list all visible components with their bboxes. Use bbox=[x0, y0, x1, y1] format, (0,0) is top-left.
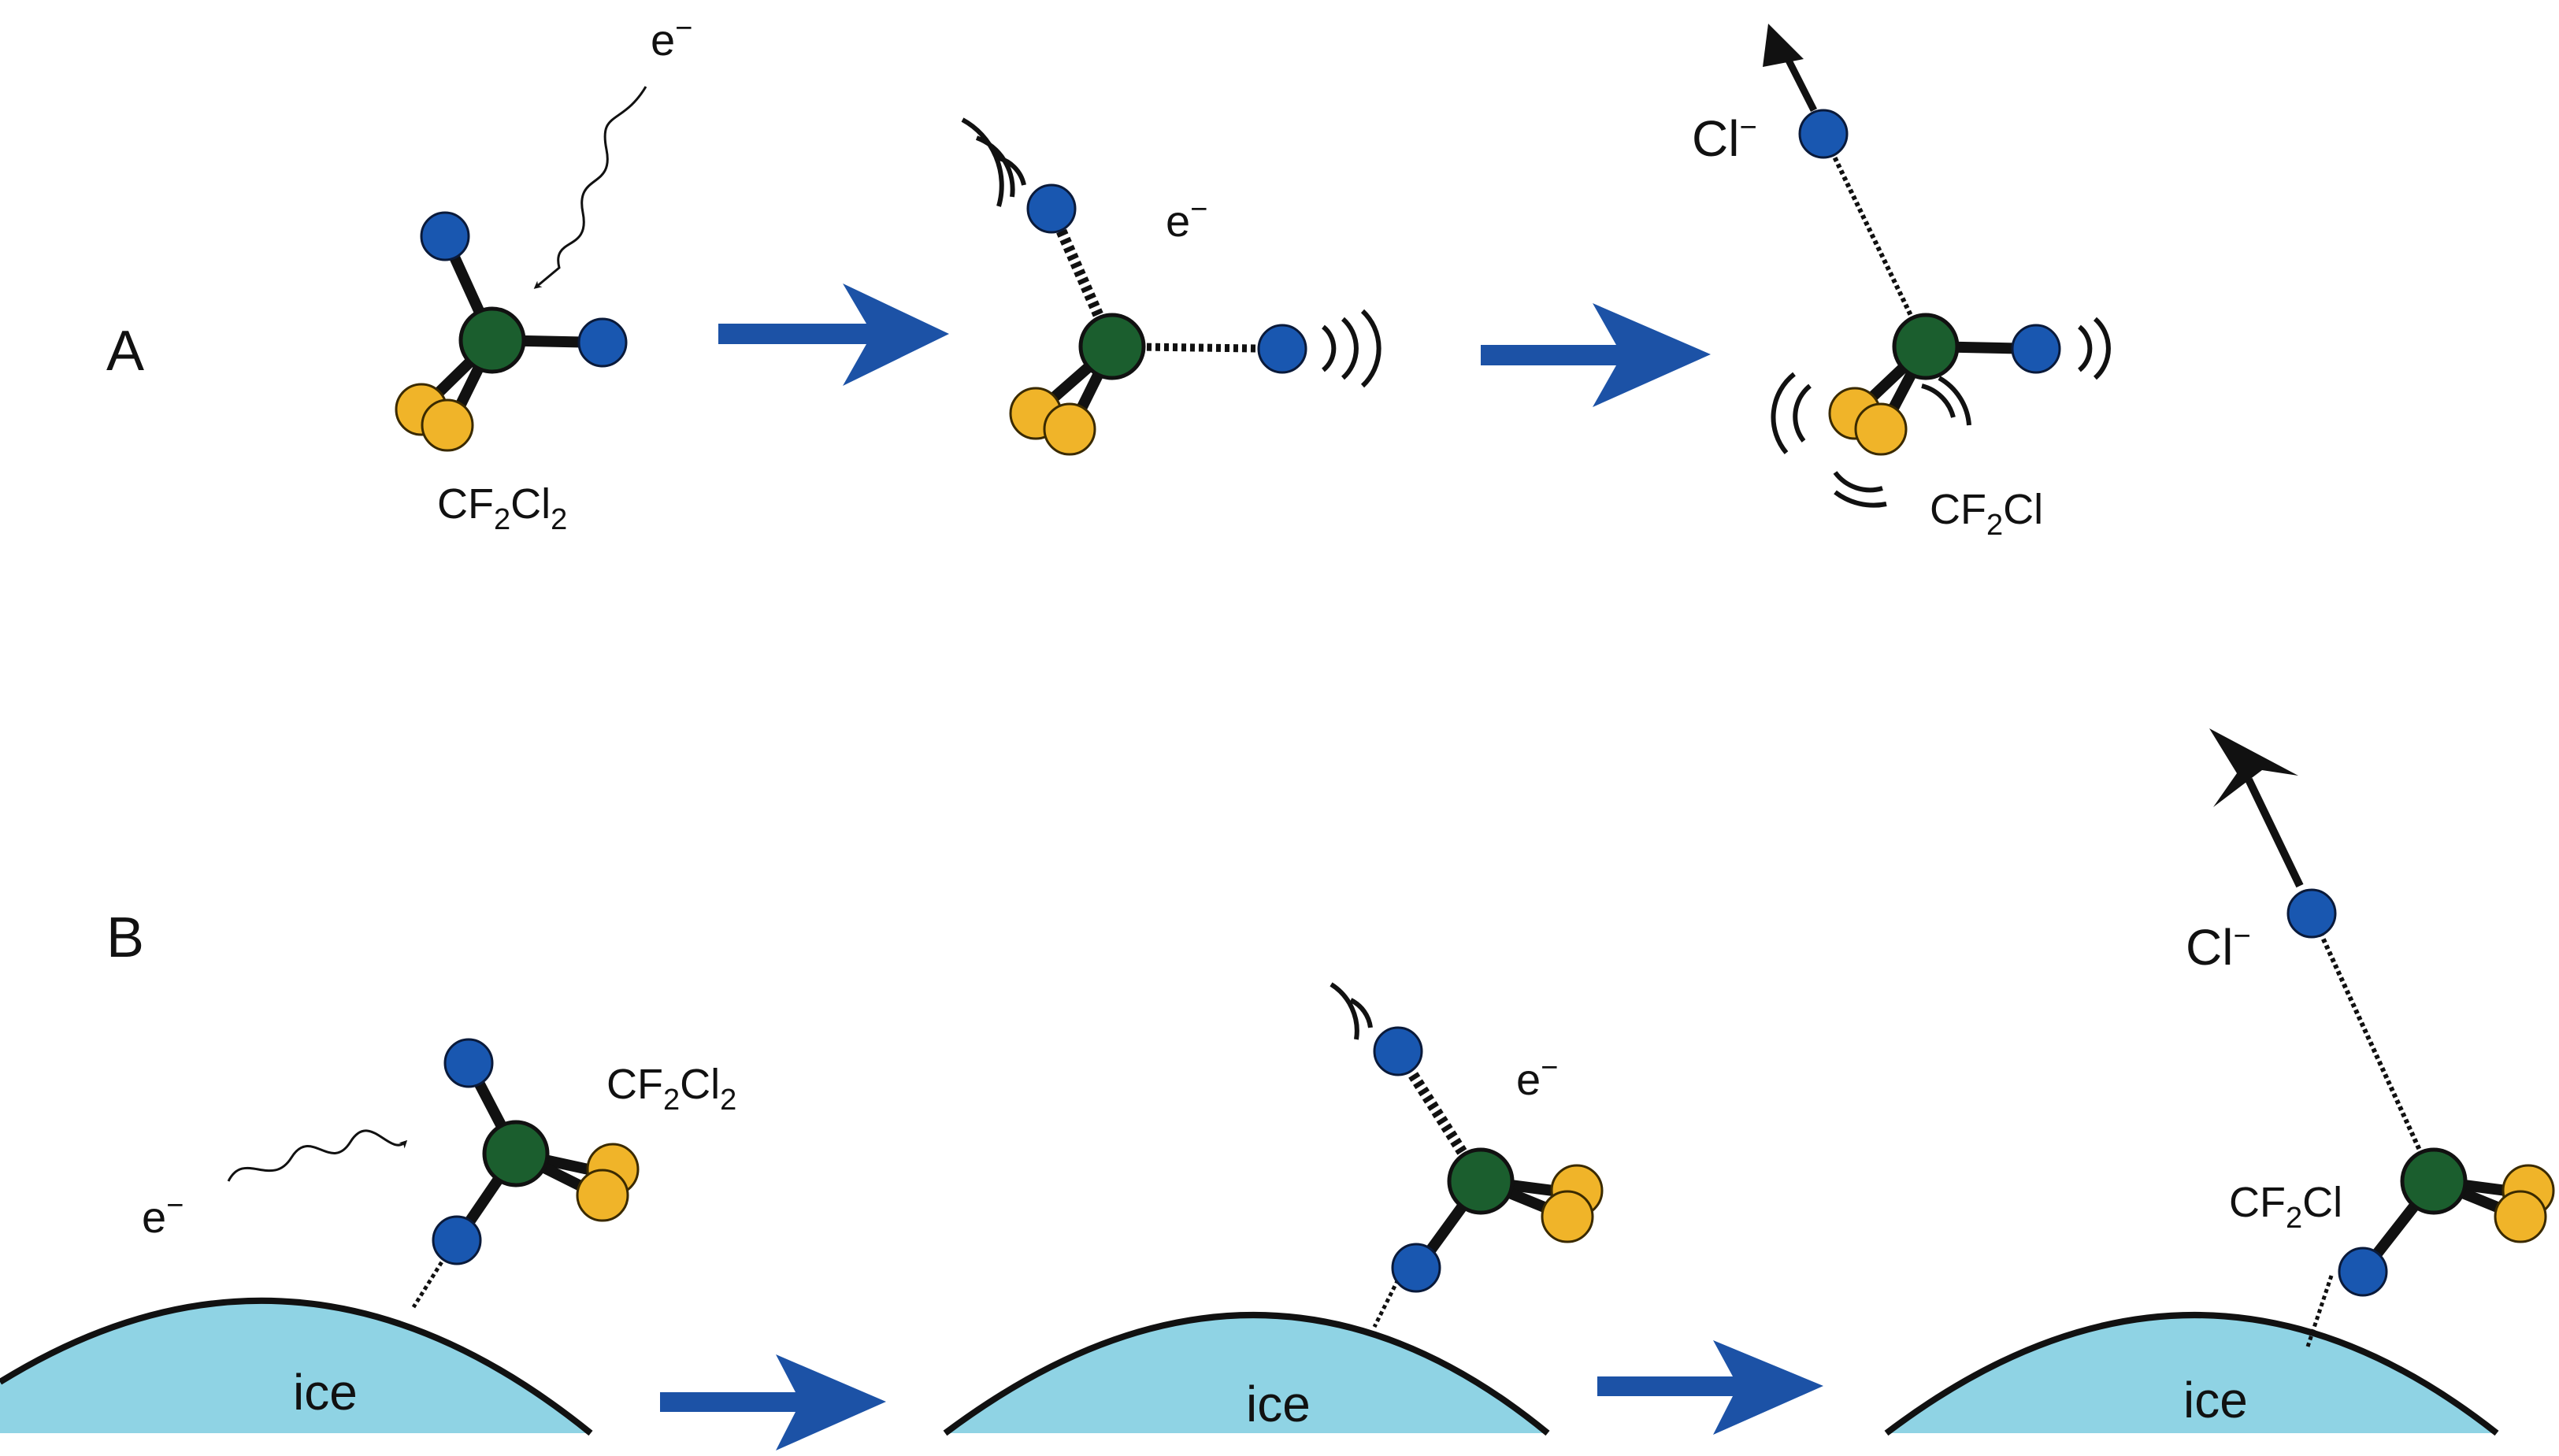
panel-a-label: A bbox=[106, 320, 144, 383]
electron-label: e− bbox=[651, 12, 692, 65]
process-arrow bbox=[718, 283, 949, 386]
f-atom bbox=[421, 398, 474, 452]
electron-label: e− bbox=[1516, 1051, 1558, 1104]
process-arrow bbox=[1481, 303, 1711, 407]
vibration-marks bbox=[1771, 317, 2111, 508]
panel-b-step1-molecule bbox=[411, 1038, 640, 1309]
panel-b-step3-molecule bbox=[2286, 888, 2555, 1347]
chloride-label: Cl− bbox=[2186, 919, 2251, 976]
vibration-marks bbox=[1330, 982, 1373, 1040]
cl-atom bbox=[2011, 324, 2061, 374]
cl-atom bbox=[1026, 183, 1077, 234]
electron-label: e− bbox=[142, 1189, 184, 1242]
cl-atom bbox=[2286, 888, 2337, 939]
cl-atom bbox=[1798, 109, 1849, 159]
molecule-label-cf2cl2: CF2Cl2 bbox=[606, 1061, 736, 1117]
panel-a-step3-molecule bbox=[1798, 109, 2061, 456]
electron-label: e− bbox=[1166, 193, 1207, 246]
c-atom bbox=[2400, 1147, 2468, 1215]
panel-a-step1-molecule bbox=[395, 211, 628, 452]
panel-b-label: B bbox=[106, 906, 144, 969]
ejection-arrowhead bbox=[1763, 24, 1804, 67]
ice-label: ice bbox=[293, 1364, 358, 1421]
f-atom bbox=[2494, 1190, 2547, 1243]
f-atom bbox=[1043, 402, 1096, 456]
c-atom bbox=[1892, 313, 1960, 380]
process-arrow bbox=[1597, 1340, 1823, 1435]
cl-atom bbox=[2338, 1247, 2388, 1297]
cl-atom bbox=[443, 1038, 494, 1088]
cl-atom bbox=[577, 317, 628, 368]
ejection-arrow bbox=[2245, 777, 2304, 888]
ice-surface bbox=[0, 1300, 591, 1433]
molecule-label-cf2cl: CF2Cl bbox=[2229, 1179, 2342, 1235]
electron-path-wavy bbox=[533, 86, 647, 289]
vibration-marks bbox=[961, 117, 1381, 388]
cl-atom bbox=[1373, 1026, 1423, 1076]
c-atom bbox=[458, 306, 526, 374]
cl-atom bbox=[420, 211, 470, 261]
electron-path-wavy bbox=[227, 1129, 408, 1182]
c-atom bbox=[1447, 1147, 1515, 1215]
ice-label: ice bbox=[1246, 1376, 1311, 1432]
ice-label: ice bbox=[2183, 1372, 2248, 1428]
panel-b-step2-molecule bbox=[1372, 1026, 1604, 1328]
chloride-label: Cl− bbox=[1692, 110, 1757, 167]
cl-atom bbox=[1257, 324, 1307, 374]
process-arrow bbox=[660, 1354, 886, 1450]
f-atom bbox=[1854, 402, 1908, 456]
molecule-label-cf2cl2: CF2Cl2 bbox=[437, 480, 567, 536]
c-atom bbox=[1078, 313, 1146, 380]
panel-a-step2-molecule bbox=[1009, 183, 1307, 456]
c-atom bbox=[482, 1120, 550, 1187]
cl-atom bbox=[1391, 1243, 1441, 1293]
cl-atom bbox=[432, 1215, 482, 1265]
f-atom bbox=[576, 1169, 629, 1222]
f-atom bbox=[1541, 1190, 1594, 1243]
ejection-arrowhead bbox=[2209, 728, 2298, 807]
molecule-label-cf2cl: CF2Cl bbox=[1930, 486, 2043, 542]
